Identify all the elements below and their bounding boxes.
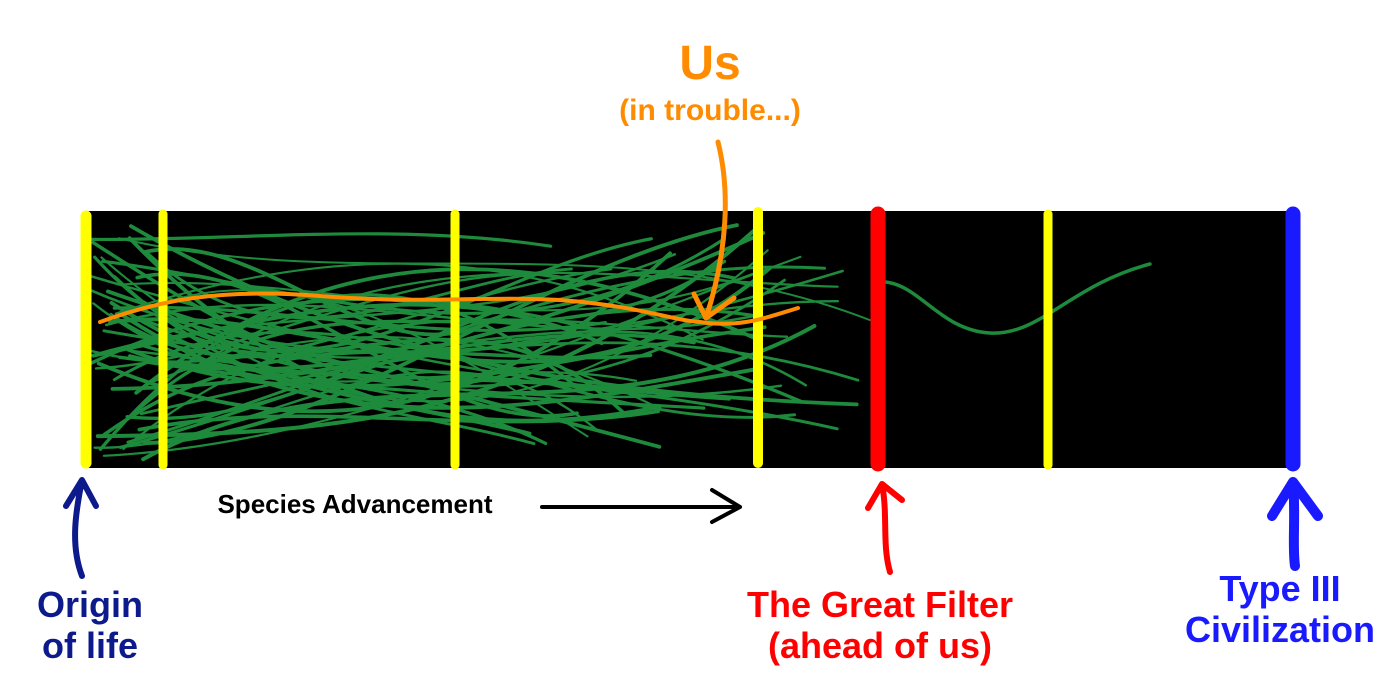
type-iii-label-line1: Type III [1219, 568, 1341, 609]
us-pointer-arrow-icon [691, 139, 737, 321]
right-arrow-icon [540, 488, 742, 524]
lineage-line [131, 259, 727, 416]
great-filter-label: The Great Filter (ahead of us) [690, 584, 1070, 667]
great-filter-label-line2: (ahead of us) [767, 625, 992, 667]
filter-up-arrow-icon [865, 481, 905, 575]
origin-label: Origin of life [10, 584, 170, 667]
type-iii-label: Type III Civilization [1160, 568, 1400, 651]
lineage-line [114, 262, 704, 341]
lineage-line [135, 272, 579, 418]
great-filter-label-line1: The Great Filter [746, 584, 1014, 625]
type-iii-label-line2: Civilization [1184, 609, 1376, 651]
lineage-line [118, 311, 763, 410]
lineage-line [90, 232, 553, 248]
surviving-lineage [883, 262, 1152, 335]
origin-label-line2: of life [42, 625, 138, 667]
type3-up-arrow-icon [1267, 477, 1323, 571]
lineage-line [126, 325, 767, 389]
lineage-line [125, 269, 736, 420]
us-label: Us [679, 37, 741, 90]
us-lineage [98, 291, 800, 326]
axis-label: Species Advancement [217, 489, 493, 519]
origin-up-arrow-icon [63, 477, 99, 579]
lineage-line [90, 253, 677, 357]
lineage-line [129, 224, 859, 407]
origin-label-line1: Origin [37, 584, 143, 625]
us-sublabel: (in trouble...) [619, 94, 801, 127]
lineage-line [145, 250, 573, 320]
